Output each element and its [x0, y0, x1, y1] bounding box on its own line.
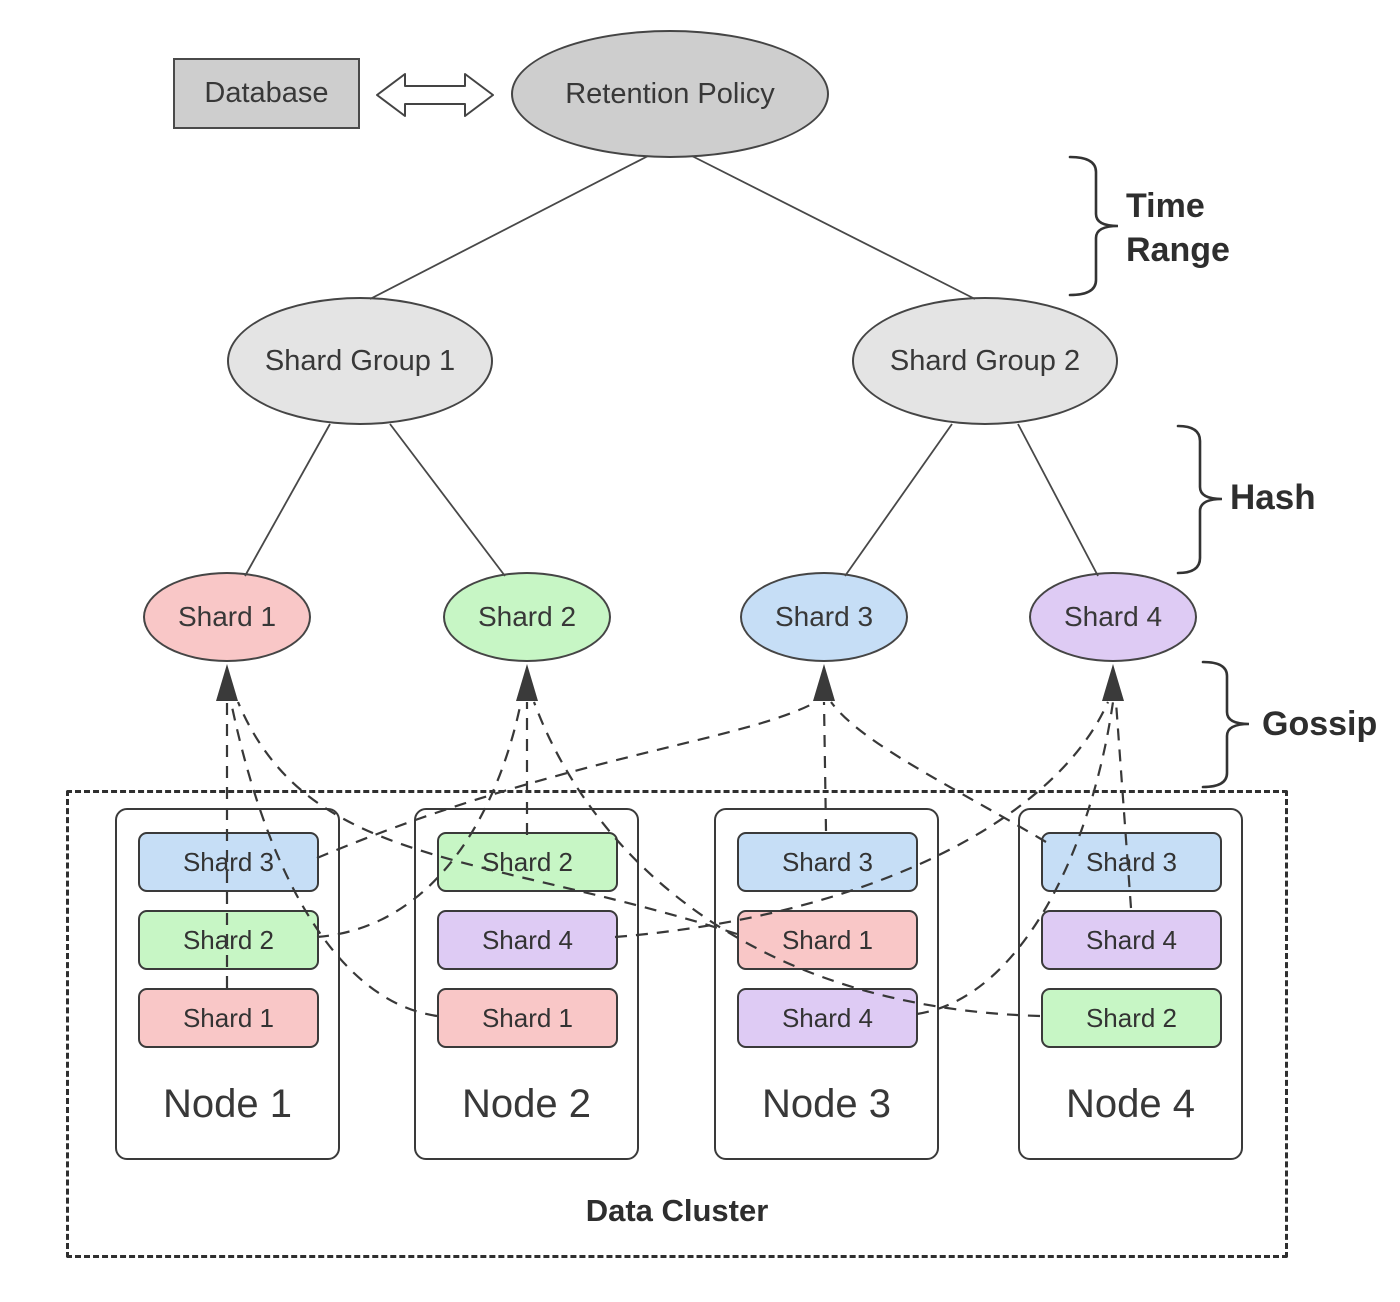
time-range-brace: [1068, 155, 1119, 297]
hash-brace: [1176, 424, 1223, 575]
hash-label: Hash: [1230, 478, 1316, 517]
node-4-shard-2-box: Shard 2: [1041, 988, 1222, 1048]
node-1-shard-1-box: Shard 1: [138, 988, 319, 1048]
node-4-shard-3-label: Shard 3: [1085, 846, 1178, 877]
node-2-shard-4-box: Shard 4: [437, 910, 618, 970]
shard-2-node: Shard 2: [443, 572, 611, 662]
time-range-label: Time Range: [1126, 184, 1230, 272]
time-range-line2: Range: [1126, 231, 1230, 269]
shard-3-node: Shard 3: [740, 572, 908, 662]
database-node: Database: [173, 58, 360, 129]
node-1-box: Shard 3 Shard 2 Shard 1 Node 1: [115, 808, 340, 1160]
node-1-shard-2-box: Shard 2: [138, 910, 319, 970]
node-3-box: Shard 3 Shard 1 Shard 4 Node 3: [714, 808, 939, 1160]
shard-3-label: Shard 3: [774, 601, 874, 632]
retention-policy-label: Retention Policy: [565, 77, 775, 110]
node-2-shard-4-label: Shard 4: [481, 924, 574, 955]
double-arrow-icon: [376, 73, 494, 117]
node-4-label: Node 4: [1066, 1082, 1195, 1126]
node-4-box: Shard 3 Shard 4 Shard 2 Node 4: [1018, 808, 1243, 1160]
node-3-shard-4-box: Shard 4: [737, 988, 918, 1048]
node-3-label: Node 3: [762, 1082, 891, 1126]
data-cluster-label: Data Cluster: [585, 1193, 769, 1228]
node-3-shard-3-label: Shard 3: [781, 846, 874, 877]
node-1-shard-3-box: Shard 3: [138, 832, 319, 892]
node-3-shard-4-label: Shard 4: [781, 1002, 874, 1033]
node-3-shard-1-label: Shard 1: [781, 924, 874, 955]
gossip-brace: [1201, 660, 1250, 789]
node-2-shard-1-box: Shard 1: [437, 988, 618, 1048]
node-3-shard-3-box: Shard 3: [737, 832, 918, 892]
shard-group-2-node: Shard Group 2: [852, 297, 1118, 425]
time-range-line1: Time: [1126, 187, 1205, 225]
node-2-shard-2-label: Shard 2: [481, 846, 574, 877]
node-1-label: Node 1: [163, 1082, 292, 1126]
shard-4-label: Shard 4: [1063, 601, 1163, 632]
node-4-shard-4-label: Shard 4: [1085, 924, 1178, 955]
shard-1-label: Shard 1: [177, 601, 277, 632]
gossip-label: Gossip: [1262, 705, 1378, 743]
shard-1-node: Shard 1: [143, 572, 311, 662]
shard-group-1-node: Shard Group 1: [227, 297, 493, 425]
node-1-shard-1-label: Shard 1: [182, 1002, 275, 1033]
shard-4-node: Shard 4: [1029, 572, 1197, 662]
node-4-shard-2-label: Shard 2: [1085, 1002, 1178, 1033]
shard-group-2-label: Shard Group 2: [889, 344, 1081, 377]
node-4-shard-3-box: Shard 3: [1041, 832, 1222, 892]
database-label: Database: [204, 77, 329, 109]
shard-group-1-label: Shard Group 1: [264, 344, 456, 377]
node-3-shard-1-box: Shard 1: [737, 910, 918, 970]
node-2-label: Node 2: [462, 1082, 591, 1126]
node-2-box: Shard 2 Shard 4 Shard 1 Node 2: [414, 808, 639, 1160]
shard-2-label: Shard 2: [477, 601, 577, 632]
node-4-shard-4-box: Shard 4: [1041, 910, 1222, 970]
retention-policy-node: Retention Policy: [511, 30, 829, 158]
node-1-shard-3-label: Shard 3: [182, 846, 275, 877]
gossip-arrowheads: [216, 664, 1124, 701]
node-1-shard-2-label: Shard 2: [182, 924, 275, 955]
node-2-shard-1-label: Shard 1: [481, 1002, 574, 1033]
node-2-shard-2-box: Shard 2: [437, 832, 618, 892]
